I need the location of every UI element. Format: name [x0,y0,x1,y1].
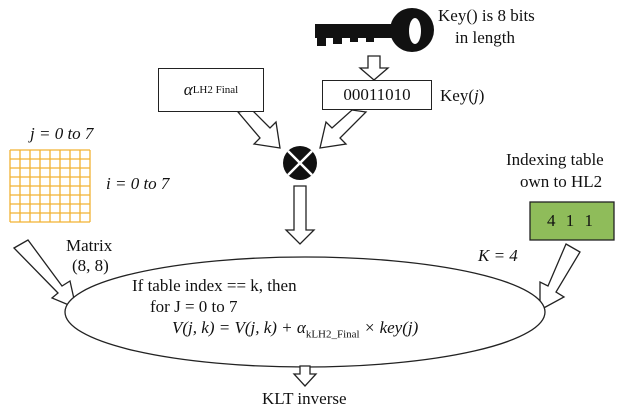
indexing-table-title-line1: Indexing table [506,150,604,169]
indexing-table-values: 4 1 1 [547,211,596,230]
matrix-j-range: j = 0 to 7 [30,124,94,143]
ellipse-condition-line: If table index == k, then [132,276,297,295]
alpha-symbol: α [183,80,193,99]
arrow-index-to-ellipse [539,243,581,312]
arrow-xor-to-ellipse [284,185,316,245]
indexing-table-title-line2: own to HL2 [520,172,603,191]
key-icon [315,8,434,52]
k-value-label: K = 4 [478,246,518,265]
alpha-subscript: LH2 Final [192,84,239,96]
klt-inverse-label: KLT inverse [262,389,347,408]
key-length-note-line2: in length [455,28,515,47]
ellipse-loop-line: for J = 0 to 7 [150,297,238,316]
key-bits-box: 00011010 [322,80,432,110]
matrix-label-line1: Matrix [66,236,113,255]
arrow-ellipse-to-output [292,365,318,387]
key-length-note-line1: Key() is 8 bits [438,6,535,25]
arrow-key-to-xor [319,109,368,149]
ellipse-formula: V(j, k) = V(j, k) + αkLH2_Final × key(j) [172,318,419,341]
arrow-alpha-to-xor [236,109,281,149]
matrix-grid [9,149,91,223]
arrow-key-to-box [358,55,390,81]
matrix-label-line2: (8, 8) [72,256,109,275]
key-j-label: Key(j) [440,86,485,105]
arrow-matrix-to-ellipse [12,239,77,310]
key-bits: 00011010 [343,85,411,104]
matrix-i-range: i = 0 to 7 [106,174,170,193]
xor-operator [283,146,317,180]
indexing-table-box [529,201,615,241]
computation-ellipse [64,256,546,368]
